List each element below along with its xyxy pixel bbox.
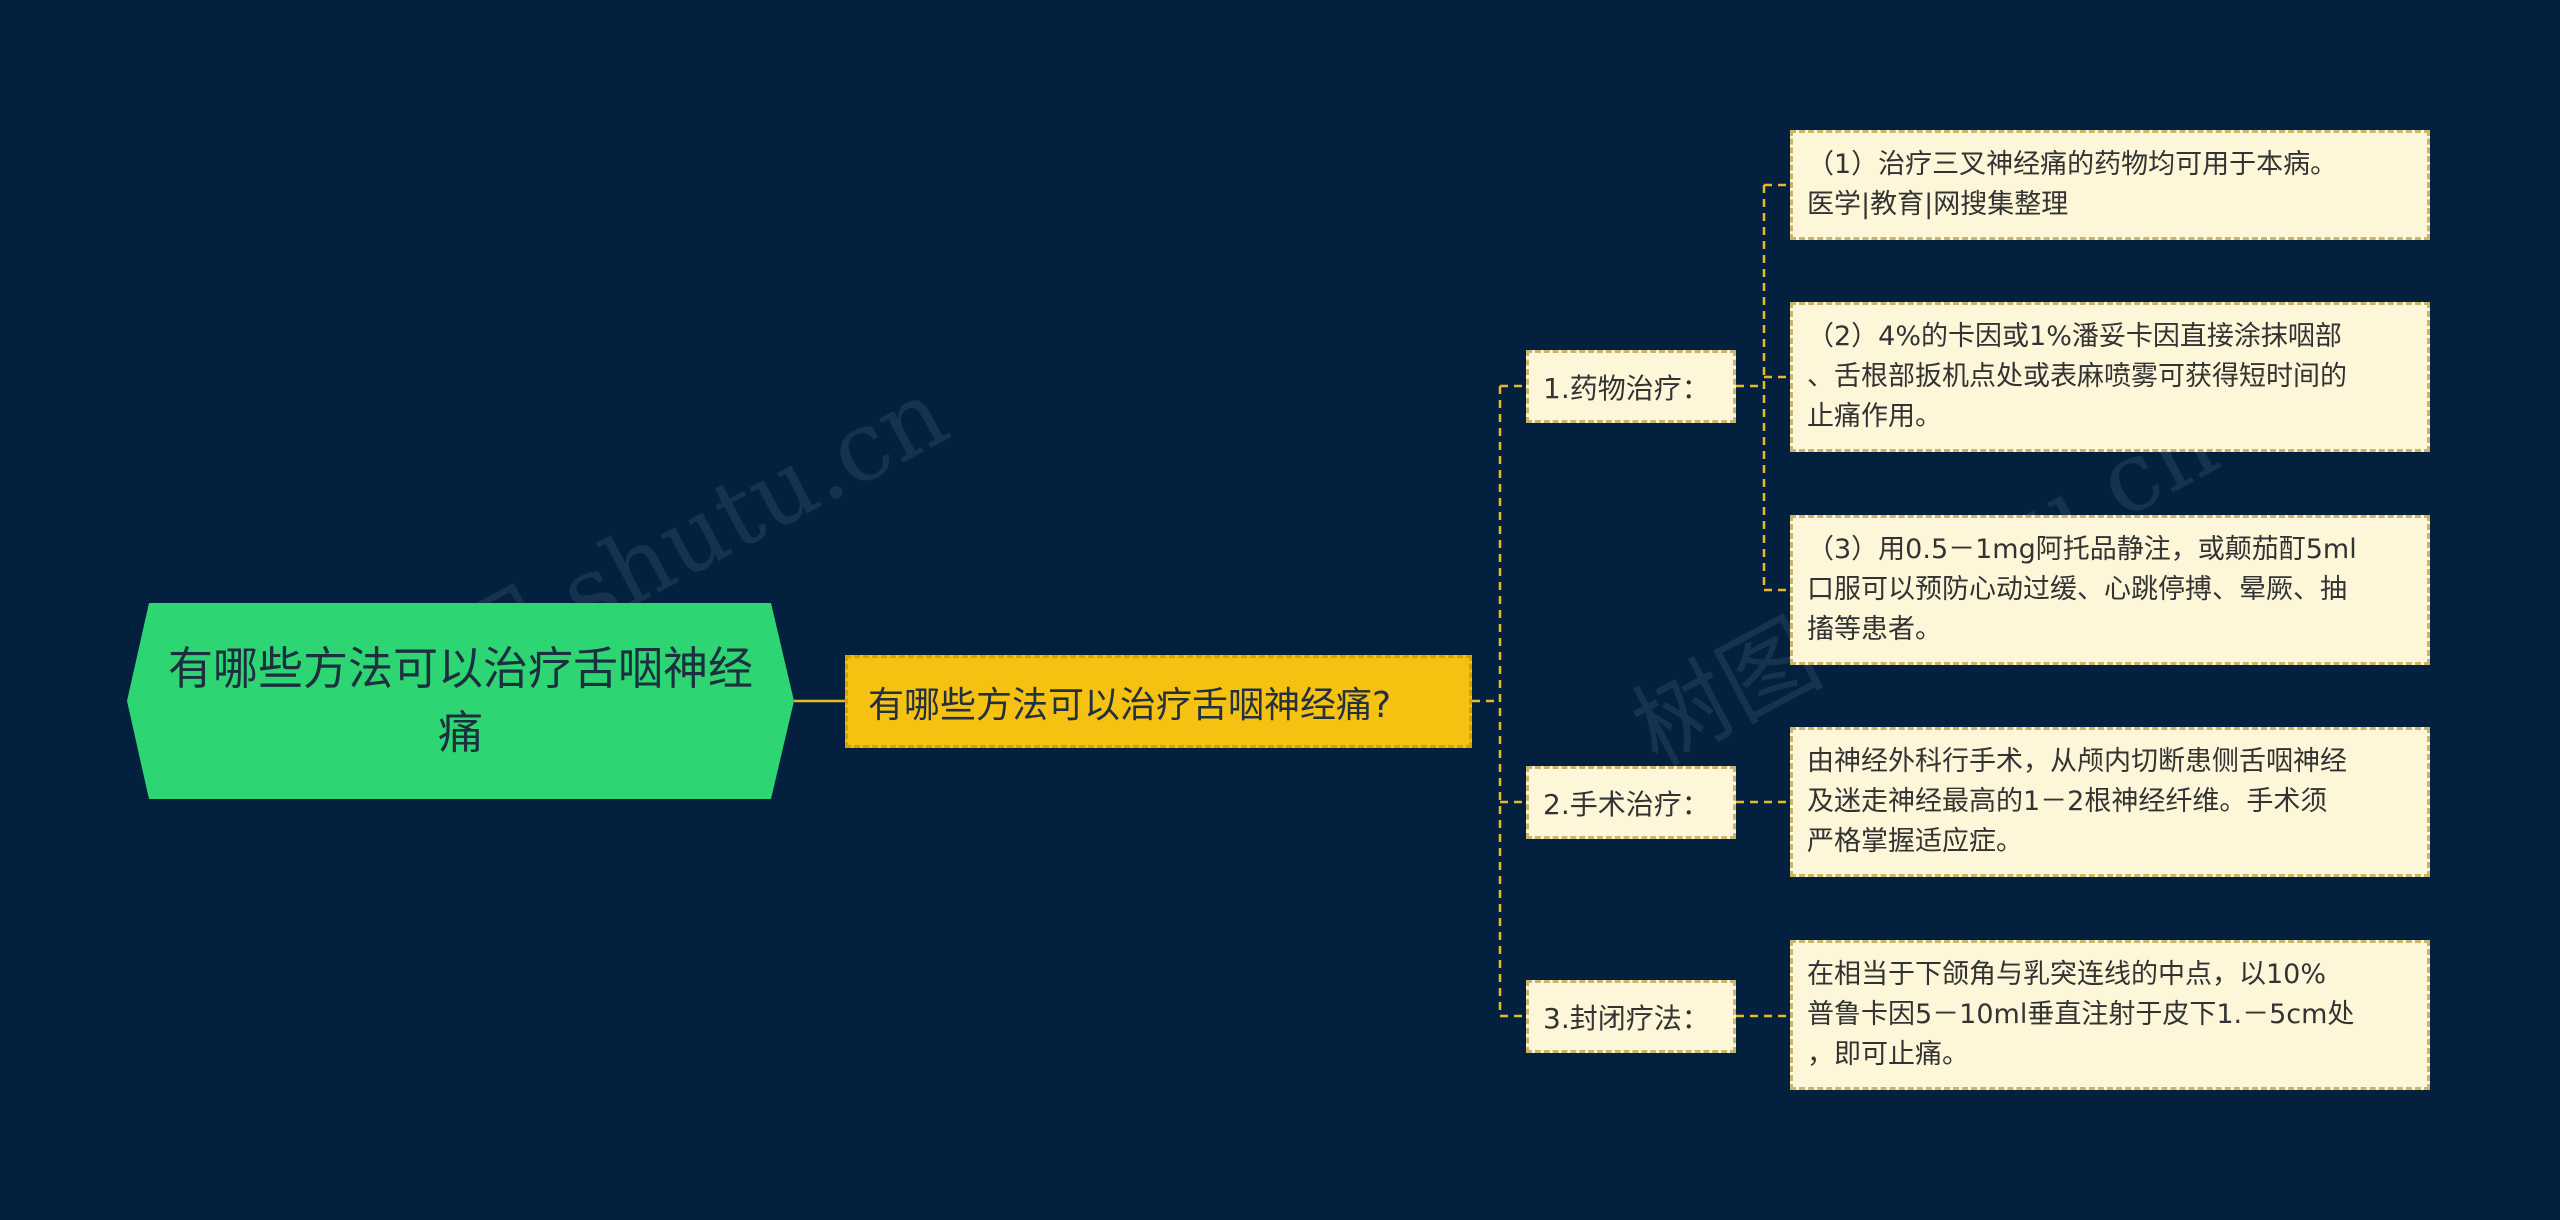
leaf-node-block-1[interactable]: 在相当于下颌角与乳突连线的中点，以10% 普鲁卡因5－10ml垂直注射于皮下1.… bbox=[1790, 940, 2430, 1090]
branch-node-block-therapy[interactable]: 3.封闭疗法： bbox=[1526, 980, 1736, 1053]
branch-label: 3.封闭疗法： bbox=[1543, 1001, 1710, 1035]
leaf-node-drug-3[interactable]: （3）用0.5－1mg阿托品静注，或颠茄酊5ml 口服可以预防心动过缓、心跳停搏… bbox=[1790, 515, 2430, 665]
root-node[interactable]: 有哪些方法可以治疗舌咽神经痛 bbox=[127, 603, 794, 799]
main-topic-label: 有哪些方法可以治疗舌咽神经痛? bbox=[868, 684, 1392, 726]
main-topic-node[interactable]: 有哪些方法可以治疗舌咽神经痛? bbox=[845, 655, 1472, 748]
leaf-node-drug-1[interactable]: （1）治疗三叉神经痛的药物均可用于本病。 医学|教育|网搜集整理 bbox=[1790, 130, 2430, 240]
leaf-node-surgery-1[interactable]: 由神经外科行手术，从颅内切断患侧舌咽神经 及迷走神经最高的1－2根神经纤维。手术… bbox=[1790, 727, 2430, 877]
leaf-node-drug-2[interactable]: （2）4%的卡因或1%潘妥卡因直接涂抹咽部 、舌根部扳机点处或表麻喷雾可获得短时… bbox=[1790, 302, 2430, 452]
branch-node-drug-treatment[interactable]: 1.药物治疗： bbox=[1526, 350, 1736, 423]
branch-label: 2.手术治疗： bbox=[1543, 787, 1710, 821]
branch-node-surgery[interactable]: 2.手术治疗： bbox=[1526, 766, 1736, 839]
branch-label: 1.药物治疗： bbox=[1543, 371, 1710, 405]
root-node-label: 有哪些方法可以治疗舌咽神经痛 bbox=[167, 642, 753, 759]
